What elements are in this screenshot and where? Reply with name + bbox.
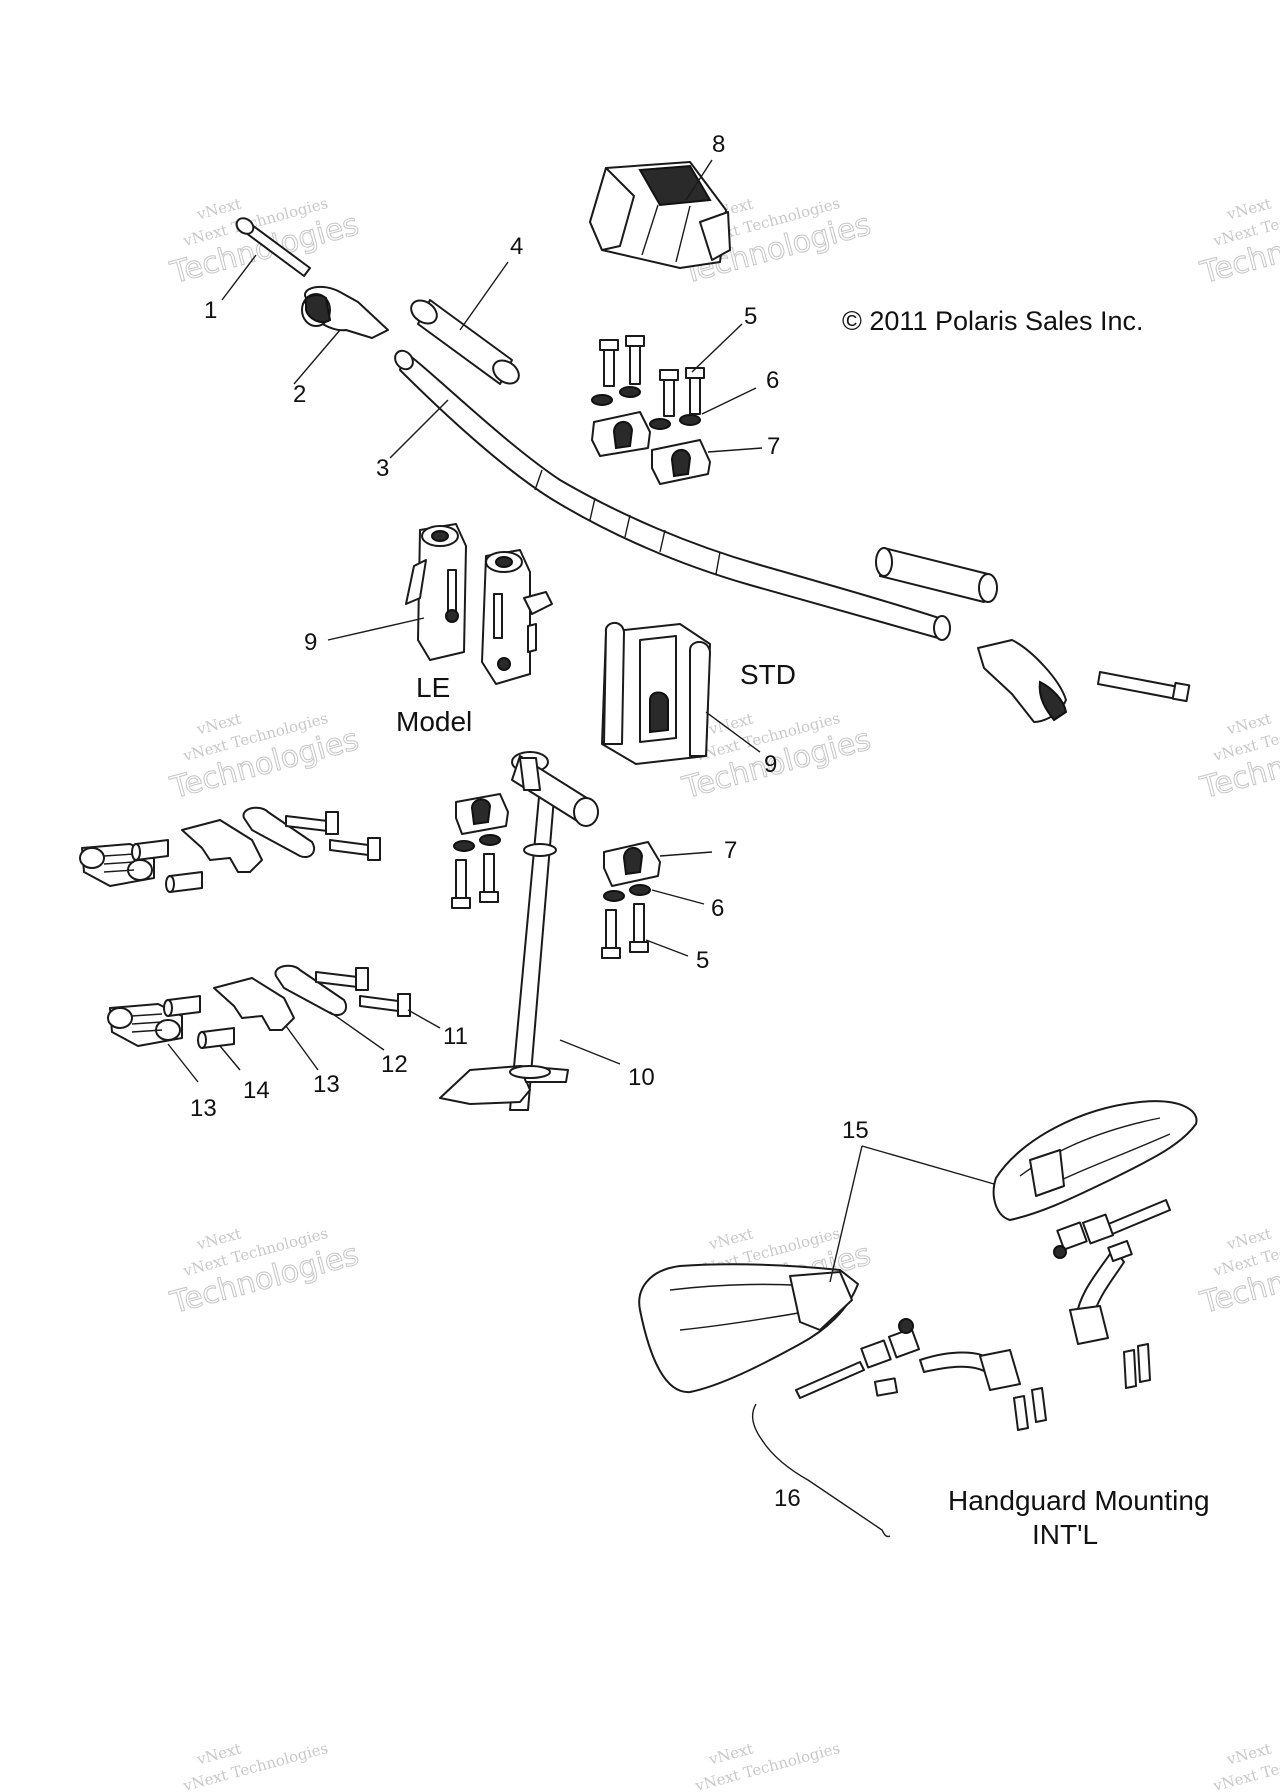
callout-5-lower: 5: [696, 947, 709, 974]
leader-line: [459, 261, 509, 331]
part-handguard-left: [638, 1263, 859, 1394]
part-bolt-1: [235, 217, 311, 277]
callout-13-right: 13: [313, 1071, 340, 1098]
bracket-16: [751, 1403, 891, 1538]
part-handguard-mount-right: [1053, 1199, 1171, 1389]
copyright-text: © 2011 Polaris Sales Inc.: [842, 306, 1144, 336]
part-handguard-mount-left: [795, 1318, 1047, 1431]
part-grip-4: [410, 299, 520, 385]
leader-line: [221, 254, 257, 301]
part-handguard-right: [992, 1100, 1198, 1221]
leader-line: [407, 1009, 441, 1029]
callout-8: 8: [712, 131, 725, 158]
leader-line: [707, 447, 763, 453]
part-riser-std: [601, 622, 711, 765]
watermark: vNext vNext Technologies Technologies: [1196, 194, 1280, 292]
caption-intl: INT'L: [1032, 1519, 1098, 1550]
watermark: vNext vNext Technologies Technologies: [166, 709, 363, 807]
leader-line: [685, 159, 713, 201]
leader-line: [829, 1145, 863, 1283]
part-grip-right: [875, 547, 998, 603]
callout-15: 15: [842, 1117, 869, 1144]
part-riser-le-right: [481, 549, 553, 685]
leader-line: [293, 329, 341, 385]
caption-handguard-mounting: Handguard Mounting: [948, 1485, 1210, 1516]
leader-line: [861, 1145, 995, 1185]
callout-14: 14: [243, 1077, 270, 1104]
leader-line: [701, 387, 757, 415]
watermark: vNext vNext Technologies Technologies: [166, 194, 363, 292]
watermark: vNext vNext Technologies: [180, 1739, 330, 1792]
leader-line: [389, 399, 449, 459]
leader-line: [691, 323, 743, 373]
callout-6-upper: 6: [766, 367, 779, 394]
leader-line: [285, 1025, 319, 1071]
leader-line: [219, 1045, 241, 1071]
part-bar-end-right: [977, 639, 1191, 723]
part-riser-block-lower: [107, 964, 411, 1049]
part-washers-upper: [591, 386, 701, 430]
callout-2: 2: [293, 381, 306, 408]
callout-12: 12: [381, 1051, 408, 1078]
callout-11: 11: [443, 1023, 468, 1050]
part-clamp-lower-left: [451, 793, 509, 909]
callout-9-std: 9: [764, 751, 777, 778]
part-riser-le-left: [405, 523, 467, 661]
leader-line: [559, 1039, 621, 1065]
callout-5-upper: 5: [744, 303, 757, 330]
caption-std: STD: [740, 659, 796, 690]
callout-7-upper: 7: [767, 433, 780, 460]
caption-le: LE: [416, 672, 450, 703]
watermark: vNext vNext Technologies: [1210, 1739, 1280, 1792]
leader-line: [327, 617, 425, 641]
callout-16: 16: [774, 1485, 801, 1512]
part-clamp-upper: [591, 411, 711, 485]
part-steering-post-10: [439, 751, 599, 1111]
leader-line: [651, 889, 705, 905]
part-clamp-bolts-upper: [599, 335, 705, 417]
callout-9-le: 9: [304, 629, 317, 656]
callout-7-lower: 7: [724, 837, 737, 864]
leader-line: [705, 711, 761, 753]
caption-model: Model: [396, 706, 472, 737]
watermark: vNext vNext Technologies Technologies: [166, 1224, 363, 1322]
watermark: vNext vNext Technologies: [692, 1739, 842, 1792]
callout-3: 3: [376, 455, 389, 482]
leader-line: [167, 1043, 199, 1083]
callout-13-left: 13: [190, 1095, 217, 1122]
watermark: vNext vNext Technologies Technologies: [1196, 709, 1280, 807]
part-bar-end-2: [301, 285, 389, 339]
part-pad-8: [589, 161, 731, 269]
leader-line: [645, 939, 689, 957]
part-clamp-lower-right: [601, 841, 661, 959]
part-handlebar-3: [394, 349, 951, 641]
part-riser-block-upper: [79, 806, 381, 893]
callout-6-lower: 6: [711, 895, 724, 922]
leader-line: [329, 1011, 385, 1051]
callout-4: 4: [510, 233, 523, 260]
callout-1: 1: [204, 297, 217, 324]
callout-10: 10: [628, 1064, 655, 1091]
leader-line: [659, 851, 713, 857]
watermark: vNext vNext Technologies Technologies: [1196, 1224, 1280, 1322]
